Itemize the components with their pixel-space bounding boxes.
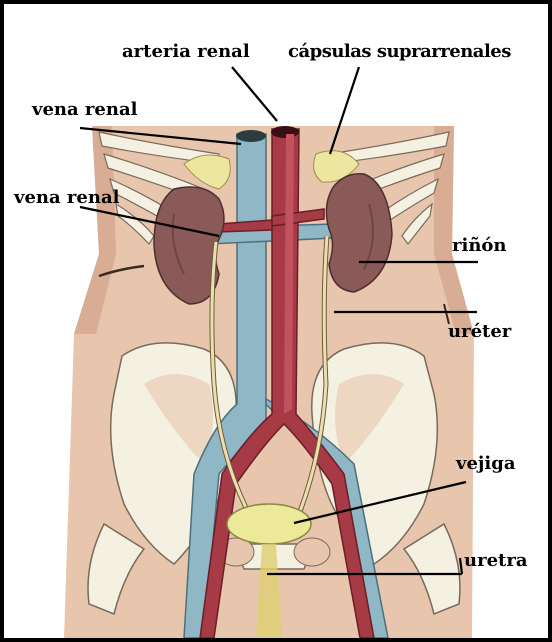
aorta-top (271, 126, 299, 138)
label-vena-renal-left: vena renal (14, 188, 119, 208)
label-uretra: uretra (464, 551, 527, 571)
label-vejiga: vejiga (456, 454, 516, 474)
label-rinon: riñón (452, 236, 507, 256)
label-ureter: uréter (448, 322, 511, 342)
vena-cava-top (236, 130, 266, 142)
label-vena-renal-top: vena renal (32, 100, 137, 120)
obturator-right (294, 538, 330, 566)
bladder (227, 504, 311, 544)
label-capsulas-suprarrenales: cápsulas suprarrenales (288, 42, 511, 62)
label-arteria-renal: arteria renal (122, 42, 250, 62)
